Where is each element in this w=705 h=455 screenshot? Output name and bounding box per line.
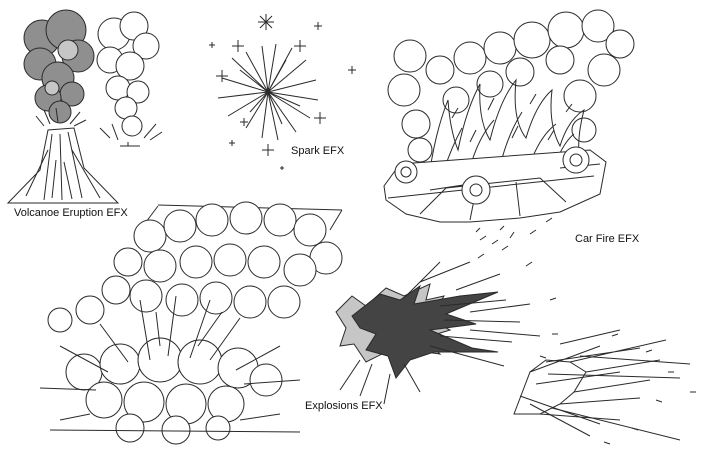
car-fire-label: Car Fire EFX [575,233,640,245]
spark-label: Spark EFX [291,145,345,157]
volcano-dark-plume [23,9,95,124]
explosion-upper-cloud [47,201,343,333]
explosions-label: Explosions EFX [305,400,383,412]
volcano-eruption-label: Volcanoe Eruption EFX [14,207,128,219]
explosion-lower-blast [65,337,283,445]
car-fire-flames [429,78,585,171]
volcano-light-plume [96,11,160,137]
debris-blast-illustration [513,329,696,445]
volcano-eruption-illustration [6,9,163,204]
spark-illustration [209,14,356,170]
overturned-car [383,146,607,245]
explosion-cloud-illustration [39,201,343,445]
car-fire-smoke [387,9,635,163]
directional-blast-illustration [335,245,558,405]
car-fire-illustration [383,9,635,245]
